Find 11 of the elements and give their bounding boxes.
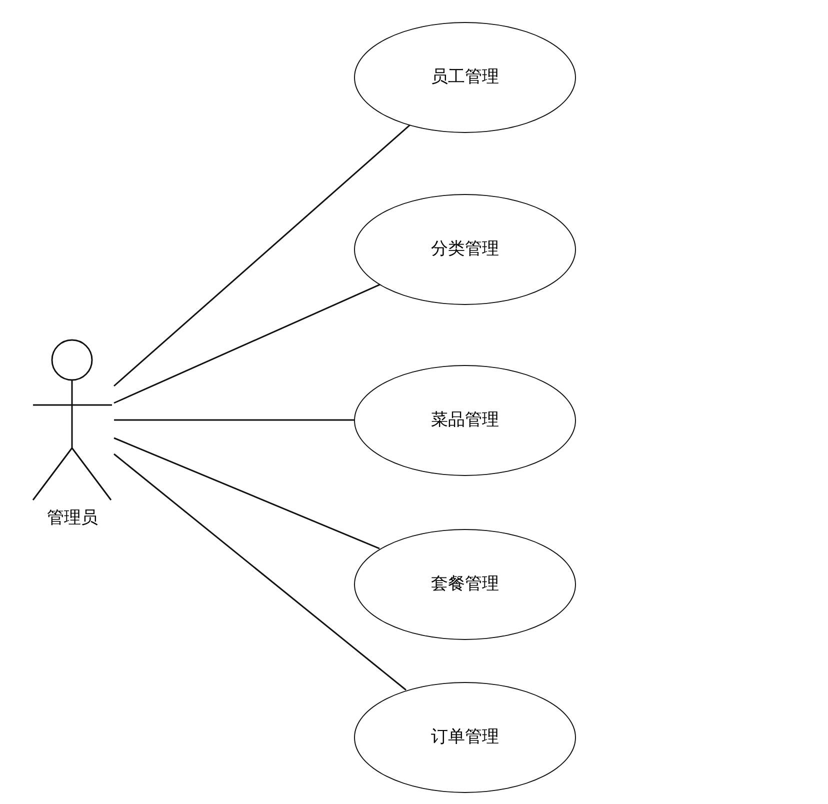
use-case-ellipse: 员工管理 <box>354 22 576 132</box>
use-case-ellipse: 分类管理 <box>354 194 576 304</box>
actor-label: 管理员 <box>46 508 99 529</box>
association-line <box>114 437 380 550</box>
association-line <box>114 453 406 691</box>
association-line <box>114 284 380 404</box>
use-case-ellipse: 套餐管理 <box>354 528 576 640</box>
use-case-ellipse: 菜品管理 <box>354 364 576 476</box>
association-line <box>114 124 410 387</box>
association-line <box>114 419 354 421</box>
use-case-ellipse: 订单管理 <box>354 682 576 792</box>
